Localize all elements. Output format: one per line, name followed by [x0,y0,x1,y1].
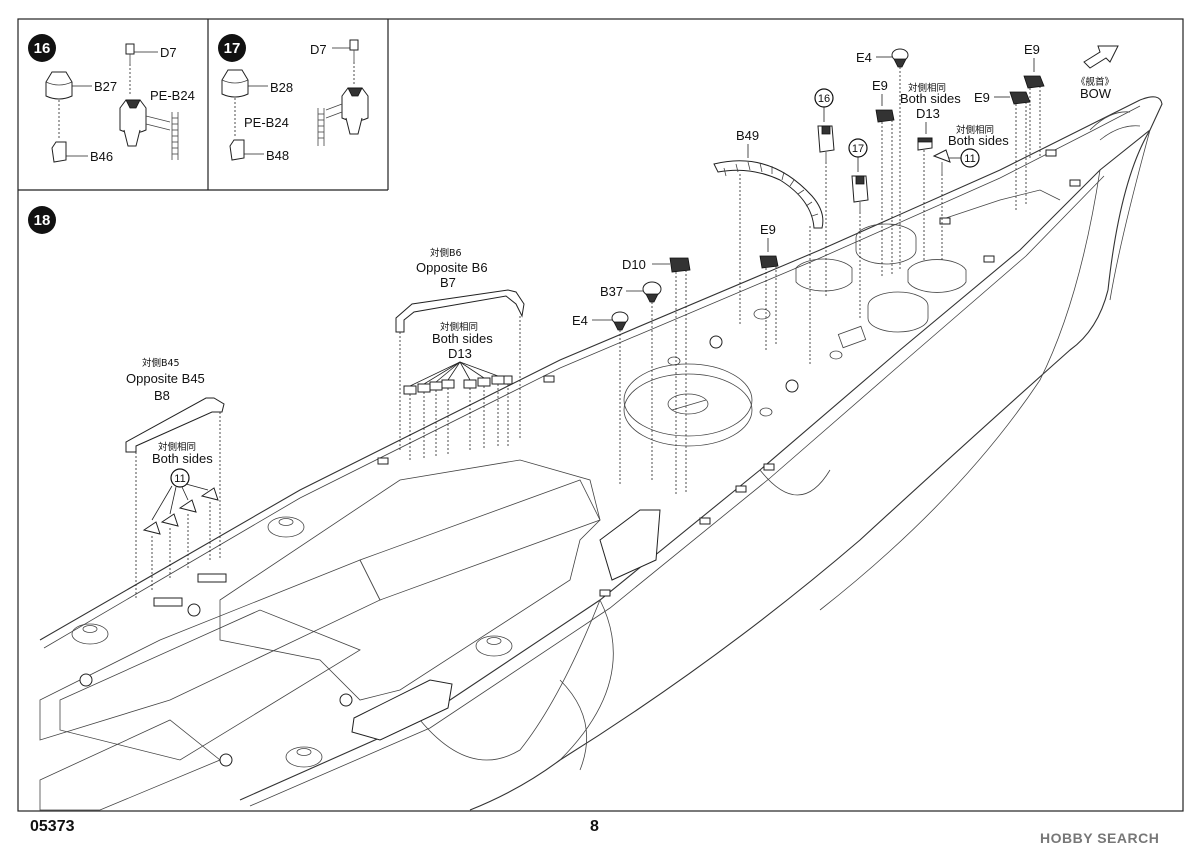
label-d13-a: D13 [448,346,472,361]
part-d13-b [917,137,933,151]
label-d7: D7 [160,45,177,60]
part-b48 [229,139,245,161]
part-e9-b [875,109,895,123]
ref-17: 17 [852,143,864,155]
label-both-cjk-3: 対側相同 [908,82,946,94]
part-b28 [221,69,249,98]
label-both-sides-1: Both sides [152,451,213,466]
label-e9-b: E9 [872,78,888,93]
part-raft-a [599,509,661,581]
label-e9-a: E9 [760,222,776,237]
label-d10: D10 [622,257,646,272]
part-d7-17 [349,39,359,62]
label-b37: B37 [600,284,623,299]
part-raft-b [351,679,453,741]
label-both-sides-4: Both sides [948,133,1009,148]
part-d10 [669,257,691,273]
ship-hull [39,96,1163,811]
step-17-number: 17 [224,40,241,57]
label-b49: B49 [736,128,759,143]
step-18-number: 18 [34,212,51,229]
step-16-number: 16 [34,40,51,57]
part-b46 [51,141,67,163]
assembly-17 [325,87,369,135]
step-18: 18 《舰首》 BOW [28,42,1163,811]
part-e9-d [1009,91,1031,105]
part-b37 [642,281,662,303]
label-d13-b: D13 [916,106,940,121]
assembly-16 [119,99,171,147]
label-both-sides-3: Both sides [900,91,961,106]
label-pe-b24: PE-B24 [150,88,195,103]
label-both-sides-2: Both sides [432,331,493,346]
page-frame [17,18,1184,812]
label-b6: Opposite B6 [416,260,488,275]
part-d7 [125,43,135,64]
label-d7-17: D7 [310,42,327,57]
label-b28: B28 [270,80,293,95]
bow-label: BOW [1080,86,1112,101]
step-16: 16 B27 B46 D7 [28,34,195,164]
label-e9-d: E9 [974,90,990,105]
parts-11-group-a [142,483,219,590]
label-b6-cjk: 対側B6 [430,247,462,259]
label-b45-cjk: 対側B45 [142,357,180,369]
part-pe-b24-17 [317,108,325,146]
ref-11-a-badge [170,468,190,488]
part-e9-a [759,255,779,269]
label-both-cjk-1: 対側相同 [158,441,196,453]
part-b27 [45,71,73,100]
label-e9-c: E9 [1024,42,1040,57]
ref-11-b: 11 [964,153,975,165]
part-b49 [713,160,824,229]
step-17: 17 B28 B48 D7 [218,34,369,163]
step-17-badge [218,34,246,62]
bow-label-cjk: 《舰首》 [1076,76,1114,88]
part-11-b [932,149,951,174]
label-pe-b24-17: PE-B24 [244,115,289,130]
kit-code: 05373 [30,818,75,835]
page-number: 8 [590,818,599,835]
label-b48: B48 [266,148,289,163]
ref-16: 16 [818,93,830,105]
label-both-cjk-2: 対側相同 [440,321,478,333]
part-e4-b [891,48,909,68]
turret-ring-large [623,373,753,447]
label-b8: B8 [154,388,170,403]
assembly-ref-16 [817,125,835,162]
label-b27: B27 [94,79,117,94]
part-e9-c [1023,75,1045,89]
part-e4-a [611,311,629,331]
label-e4-b: E4 [856,50,872,65]
part-b8 [125,397,225,453]
assembly-ref-17 [851,175,869,212]
step-18-badge [28,206,56,234]
label-e4-a: E4 [572,313,588,328]
label-b45: Opposite B45 [126,371,205,386]
label-b7: B7 [440,275,456,290]
part-pe-b24 [171,112,179,160]
parts-d13-group [403,361,513,462]
bow-arrow-icon [1083,45,1119,69]
step-16-badge [28,34,56,62]
label-b46: B46 [90,149,113,164]
part-b7 [395,289,525,333]
watermark: HOBBY SEARCH [1040,830,1160,846]
ref-11-a: 11 [174,473,185,485]
label-both-cjk-4: 対側相同 [956,124,994,136]
